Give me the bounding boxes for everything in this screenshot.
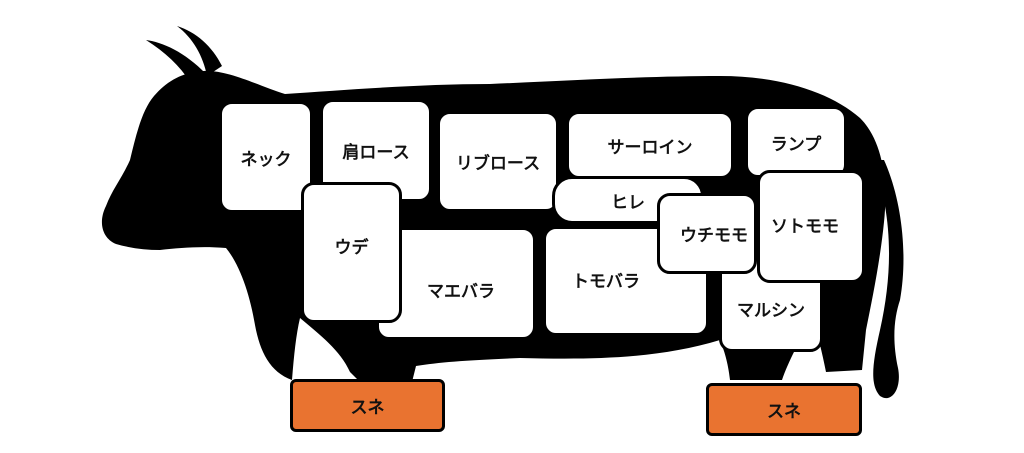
cut-knuckle-label: マルシン xyxy=(737,301,805,321)
cut-shoulder-clod-label: ウデ xyxy=(334,238,369,258)
cut-front-shank-label: スネ xyxy=(350,398,385,418)
cut-outside-round-label: ソトモモ xyxy=(771,217,839,237)
cut-neck-label: ネック xyxy=(240,149,292,170)
cut-brisket-label: マエバラ xyxy=(427,282,495,302)
cut-hind-shank: スネ xyxy=(706,383,862,436)
cut-hind-shank-label: スネ xyxy=(767,402,801,422)
cut-tenderloin-label: ヒレ xyxy=(611,192,645,213)
cut-shoulder-clod: ウデ xyxy=(301,182,402,323)
cut-front-shank: スネ xyxy=(290,379,445,432)
cut-ribeye: リブロース xyxy=(437,111,559,212)
cow-horn-right xyxy=(177,26,222,76)
cut-rump: ランプ xyxy=(745,106,847,178)
cut-outside-round: ソトモモ xyxy=(757,170,865,283)
cut-topside: ウチモモ xyxy=(657,193,757,274)
cow-horn-left xyxy=(146,40,206,82)
cut-topside-label: ウチモモ xyxy=(680,226,748,246)
cut-flank-label: トモバラ xyxy=(572,271,640,292)
cut-sirloin-label: サーロイン xyxy=(607,137,693,158)
cow-tail xyxy=(872,160,904,399)
cut-chuck-roll-label: 肩ロース xyxy=(342,143,410,163)
cut-ribeye-label: リブロース xyxy=(455,154,541,174)
cut-sirloin: サーロイン xyxy=(566,111,734,179)
cut-neck: ネック xyxy=(219,101,313,213)
cut-rump-label: ランプ xyxy=(770,134,822,155)
